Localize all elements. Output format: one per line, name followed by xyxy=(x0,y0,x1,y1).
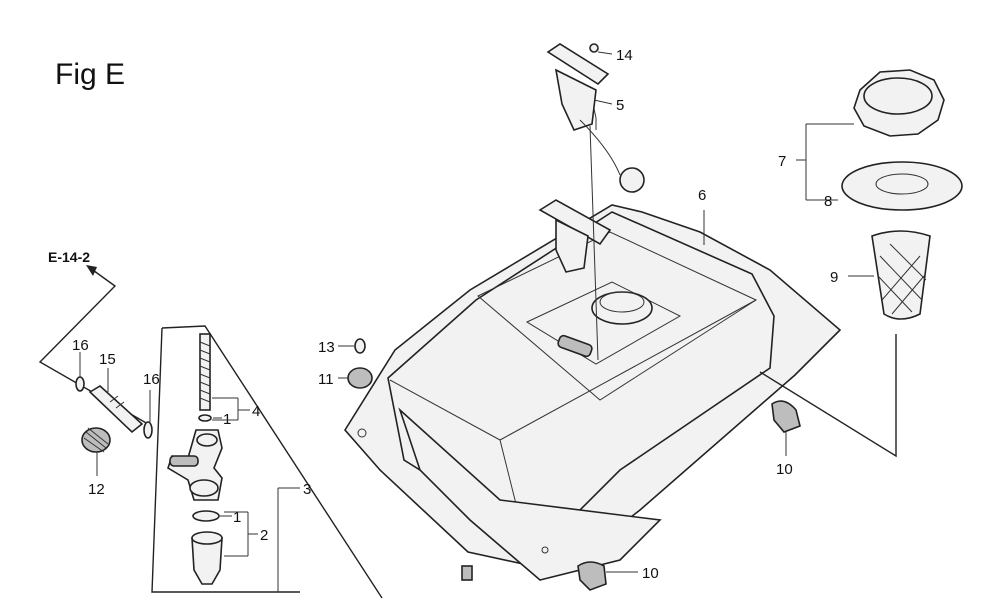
callout-5[interactable]: 5 xyxy=(616,97,624,114)
tank-edge-lines xyxy=(389,299,757,521)
valve-lever xyxy=(169,455,199,467)
callout-4[interactable]: 4 xyxy=(252,403,260,420)
strainer-rod xyxy=(199,333,211,411)
grommet-ribs xyxy=(83,427,109,453)
callout-7[interactable]: 7 xyxy=(778,153,786,170)
tank-cushion-upper xyxy=(771,400,801,433)
callout-14[interactable]: 14 xyxy=(616,47,633,64)
o-ring-small xyxy=(198,414,212,422)
filler-parts: 7 8 9 xyxy=(759,69,963,458)
callout-11[interactable]: 11 xyxy=(318,371,334,388)
cushion-11 xyxy=(347,367,373,389)
fuel-valve-assembly: 3 1 4 1 2 xyxy=(151,325,383,599)
filler-assembly-line xyxy=(759,334,897,458)
gauge-axis-line xyxy=(589,125,599,361)
callout-16b[interactable]: 16 xyxy=(143,371,160,388)
reference-leader xyxy=(38,267,149,425)
figure-title: Fig E xyxy=(55,58,125,91)
callout-6[interactable]: 6 xyxy=(698,187,706,204)
cap-seal xyxy=(841,161,963,211)
fuel-gauge-window xyxy=(557,334,593,358)
strainer-mesh xyxy=(199,341,211,403)
fuel-tank: 6 xyxy=(344,187,842,581)
callout-13[interactable]: 13 xyxy=(318,339,335,356)
callout-leader-7 xyxy=(796,123,854,201)
valve-bracket-top xyxy=(161,325,383,599)
valve-bracket-box xyxy=(151,327,300,593)
callout-10b[interactable]: 10 xyxy=(642,565,659,582)
fuel-tube xyxy=(88,385,144,434)
filler-neck xyxy=(591,291,653,325)
gauge-housing xyxy=(555,218,589,273)
sediment-cup xyxy=(191,537,223,585)
tube-clip-left xyxy=(75,376,85,392)
tank-cushion-lower xyxy=(577,561,607,591)
callout-leader-14 xyxy=(597,51,613,55)
screw-14 xyxy=(589,43,599,53)
mount-hole-bottom xyxy=(541,546,549,554)
tank-bolt-lower xyxy=(461,565,473,581)
callout-10a[interactable]: 10 xyxy=(776,461,793,478)
reference-arrowhead xyxy=(86,265,97,276)
cushions: 10 10 11 13 xyxy=(318,338,801,591)
mount-hole-left xyxy=(357,428,367,438)
valve-base xyxy=(189,479,219,497)
callout-1b[interactable]: 1 xyxy=(233,509,241,526)
reference-label[interactable]: E-14-2 xyxy=(48,249,90,265)
gauge-float-arm-housing xyxy=(554,68,597,131)
callout-2[interactable]: 2 xyxy=(260,527,268,544)
valve-nut xyxy=(196,433,218,447)
sediment-cup-gasket xyxy=(192,510,220,522)
reference-group: E-14-2 xyxy=(38,249,149,425)
strainer-mesh xyxy=(877,243,927,315)
fuel-cap-top xyxy=(863,77,933,115)
fuel-gauge-assembly: 14 5 xyxy=(538,43,645,361)
grommet-12 xyxy=(81,427,111,453)
callout-15[interactable]: 15 xyxy=(99,351,116,368)
callout-9[interactable]: 9 xyxy=(830,269,838,286)
fuel-tube-clamp-marks xyxy=(109,395,125,409)
gauge-cover-plate xyxy=(546,43,610,86)
callout-16a[interactable]: 16 xyxy=(72,337,89,354)
gauge-float xyxy=(619,167,645,193)
tube-clip-right xyxy=(143,421,153,439)
sediment-cup-rim xyxy=(191,531,223,545)
fuel-strainer xyxy=(871,230,931,320)
fuel-line-parts: 16 15 16 12 xyxy=(72,337,160,498)
callout-leader-4 xyxy=(212,397,250,421)
callout-12[interactable]: 12 xyxy=(88,481,105,498)
cap-seal-inner xyxy=(875,173,929,195)
float-wire xyxy=(579,119,621,176)
collar-13 xyxy=(354,338,366,354)
filler-neck-inner xyxy=(599,291,645,313)
callout-leader-5 xyxy=(593,99,613,105)
callout-3[interactable]: 3 xyxy=(303,481,311,498)
callout-leader-2 xyxy=(224,511,258,557)
callout-8[interactable]: 8 xyxy=(824,193,832,210)
